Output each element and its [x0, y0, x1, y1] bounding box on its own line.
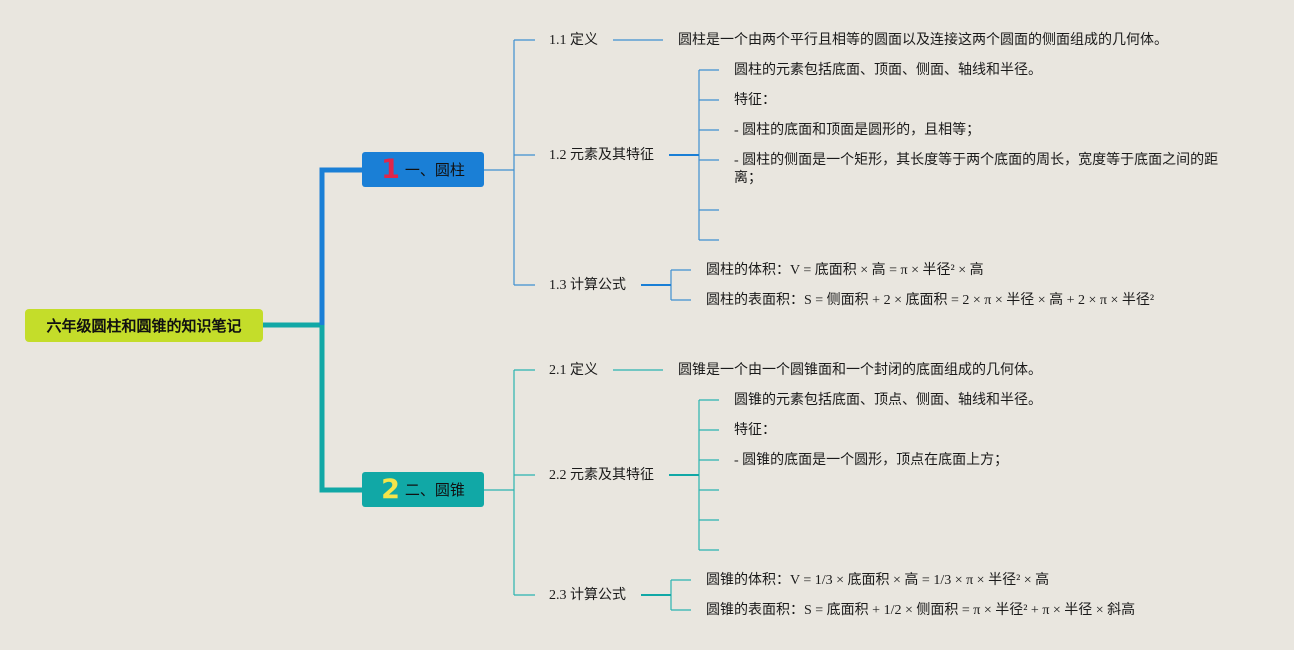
branch-cone[interactable]: 2 二、圆锥 — [362, 472, 484, 507]
cylinder-element-item[interactable]: - 圆柱的侧面是一个矩形，其长度等于两个底面的周长，宽度等于底面之间的距离； — [734, 153, 1219, 186]
cylinder-element-item[interactable]: - 圆柱的底面和顶面是圆形的，且相等； — [734, 123, 981, 138]
number-one-icon: 1 — [381, 154, 400, 185]
cylinder-element-item[interactable]: 圆柱的元素包括底面、顶面、侧面、轴线和半径。 — [734, 63, 1042, 78]
cylinder-elements-node[interactable]: 1.2 元素及其特征 — [549, 148, 654, 163]
number-two-icon: 2 — [381, 474, 400, 505]
cylinder-formula-node[interactable]: 1.3 计算公式 — [549, 278, 626, 293]
branch1-lines — [484, 39, 719, 301]
cone-element-item[interactable]: - 圆锥的底面是一个圆形，顶点在底面上方； — [734, 453, 1009, 468]
branch-cylinder-label: 一、圆柱 — [404, 162, 465, 179]
cone-formula-item[interactable]: 圆锥的表面积：S = 底面积 + 1/2 × 侧面积 = π × 半径² + π… — [706, 603, 1136, 618]
branch2-connector — [319, 325, 362, 493]
cylinder-definition-text[interactable]: 圆柱是一个由两个平行且相等的圆面以及连接这两个圆面的侧面组成的几何体。 — [678, 33, 1168, 48]
root-title: 六年级圆柱和圆锥的知识笔记 — [46, 318, 242, 335]
cone-elements-node[interactable]: 2.2 元素及其特征 — [549, 468, 654, 483]
branch-cylinder[interactable]: 1 一、圆柱 — [362, 152, 484, 187]
cylinder-formula-item[interactable]: 圆柱的表面积：S = 侧面积 + 2 × 底面积 = 2 × π × 半径 × … — [706, 293, 1155, 308]
cone-formula-node[interactable]: 2.3 计算公式 — [549, 588, 626, 603]
cylinder-element-item[interactable]: 特征： — [734, 93, 776, 108]
cylinder-formula-item[interactable]: 圆柱的体积：V = 底面积 × 高 = π × 半径² × 高 — [706, 263, 984, 278]
root-node[interactable]: 六年级圆柱和圆锥的知识笔记 — [25, 309, 263, 342]
cylinder-definition-node[interactable]: 1.1 定义 — [549, 33, 598, 48]
branch-cone-label: 二、圆锥 — [404, 482, 465, 499]
cone-element-item[interactable]: 圆锥的元素包括底面、顶点、侧面、轴线和半径。 — [734, 393, 1042, 408]
cone-formula-item[interactable]: 圆锥的体积：V = 1/3 × 底面积 × 高 = 1/3 × π × 半径² … — [706, 573, 1050, 588]
cone-definition-node[interactable]: 2.1 定义 — [549, 363, 598, 378]
cone-definition-text[interactable]: 圆锥是一个由一个圆锥面和一个封闭的底面组成的几何体。 — [678, 363, 1042, 378]
branch1-connector — [319, 167, 362, 325]
branch2-lines — [484, 369, 719, 611]
cone-element-item[interactable]: 特征： — [734, 423, 776, 438]
